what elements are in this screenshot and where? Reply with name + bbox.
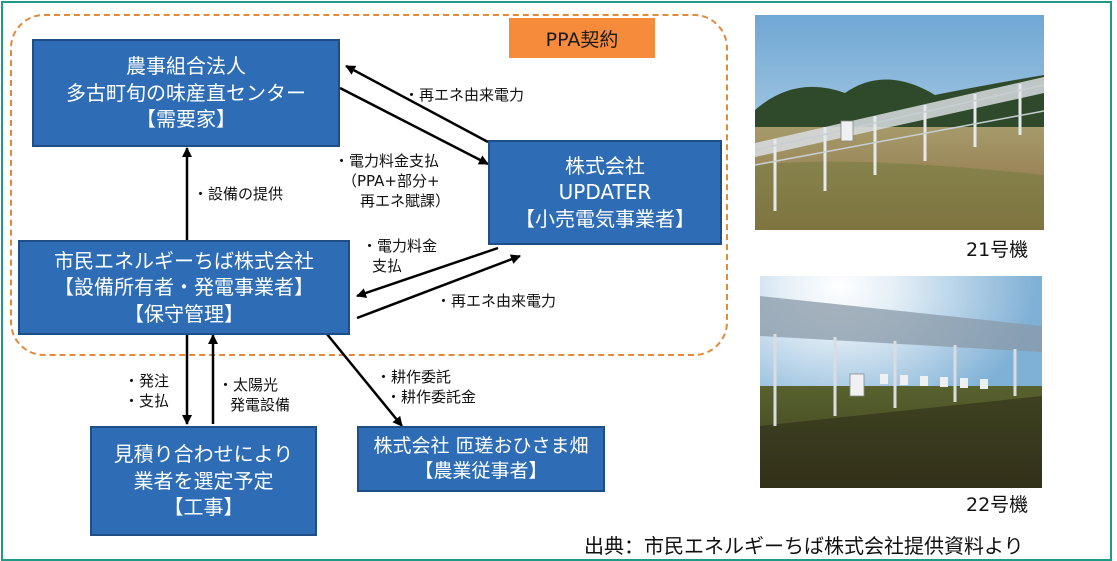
consumer-box: 農事組合法人 多古町旬の味産直センター 【需要家】 [32,39,340,147]
contractor-line-2: 業者を選定予定 [133,468,274,493]
label-fee-payment: ・電力料金支払 （PPA+部分+ 再エネ賦課） [334,152,451,210]
farmer-line-2: 【農業従事者】 [414,460,548,482]
ppa-contract-label: PPA契約 [509,18,655,58]
consumer-line-3: 【需要家】 [136,107,236,132]
label-equipment: ・設備の提供 [193,185,284,203]
arrow-farming [321,327,403,427]
label-farming: ・耕作委託 ・耕作委託金 [376,368,477,406]
source-credit: 出典：市民エネルギーちば株式会社提供資料より [584,534,1024,558]
contractor-line-1: 見積り合わせにより [113,442,294,467]
label-order: ・発注 ・支払 [124,372,170,410]
arrow-renew-to-retailer [356,254,521,320]
unit-21-caption: 21号機 [966,239,1029,261]
solar-unit-21-photo [755,15,1044,230]
unit-22-caption: 22号機 [966,494,1029,516]
citizen-line-3: 【保守管理】 [124,301,244,326]
label-renew-to-consumer: ・再エネ由来電力 [404,86,525,104]
retailer-line-3: 【小売電気事業者】 [515,206,695,231]
arrow-fee-to-retailer [339,86,489,166]
retailer-line-1: 株式会社 [565,153,645,178]
retailer-box: 株式会社 UPDATER 【小売電気事業者】 [488,140,722,245]
consumer-line-1: 農事組合法人 [126,54,246,79]
arrow-renew-to-consumer [345,64,489,144]
citizen-line-2: 【設備所有者・発電事業者】 [54,275,314,300]
contractor-box: 見積り合わせにより 業者を選定予定 【工事】 [90,426,317,536]
consumer-line-2: 多古町旬の味産直センター [66,80,306,105]
ppa-contract-region [10,14,728,356]
farmer-box: 株式会社 匝瑳おひさま畑 【農業従事者】 [357,426,605,492]
retailer-line-2: UPDATER [558,180,652,205]
farmer-line-1: 株式会社 匝瑳おひさま畑 [373,434,589,457]
label-solar: ・太陽光 発電設備 [218,376,291,414]
arrow-fee-to-citizen [356,246,499,298]
label-renew-to-citizen: ・再エネ由来電力 [436,292,557,310]
contractor-line-3: 【工事】 [163,495,244,520]
label-fee-to-retailer: ・電力料金 支払 [362,237,438,275]
solar-unit-22-photo [760,276,1042,488]
citizen-energy-box: 市民エネルギーちば株式会社 【設備所有者・発電事業者】 【保守管理】 [18,240,350,335]
citizen-line-1: 市民エネルギーちば株式会社 [54,248,314,273]
